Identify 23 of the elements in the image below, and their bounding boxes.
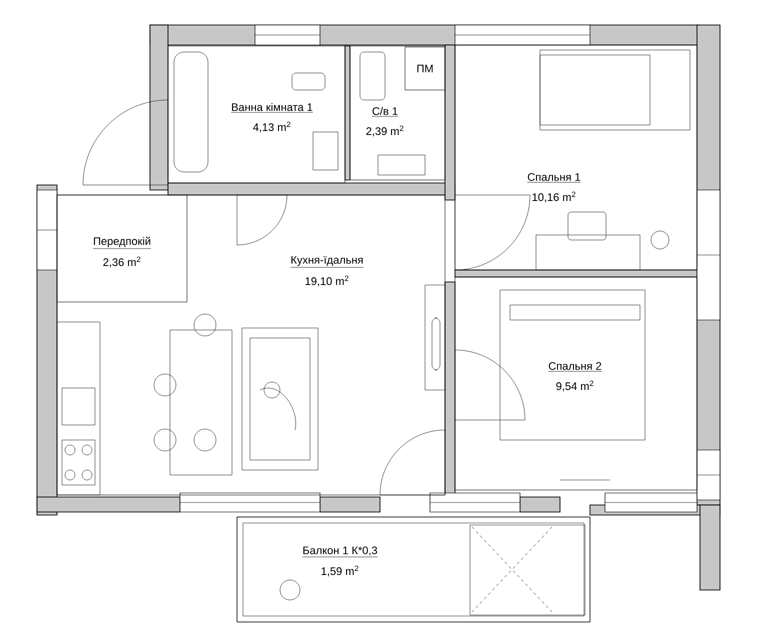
room-outline [454, 276, 698, 490]
room-code: ПМ [415, 64, 435, 74]
room-outline [404, 46, 446, 90]
room-name: Ванна кімната 1 [230, 102, 314, 114]
room-name: Балкон 1 К*0,3 [301, 545, 379, 559]
room-area: 4,13 m$^{2}$ [252, 120, 292, 134]
room-outline [56, 194, 446, 496]
room-name: С/в 1 [371, 106, 399, 118]
room-name: Кухня-їдальня [290, 255, 364, 269]
room-area: 2,36 m$^{2}$ [102, 256, 142, 268]
room-area: 9,54 m$^{2}$ [554, 380, 596, 392]
room-outline [236, 516, 590, 622]
room-outline [56, 194, 188, 302]
room-name: Спальня 1 [526, 172, 582, 184]
room-area: 1,59 m$^{2}$ [320, 564, 360, 578]
room-name: Спальня 2 [547, 361, 603, 373]
room-area: 19,10 m$^{2}$ [304, 274, 350, 288]
room-name: Передпокій [92, 236, 152, 250]
room-outline [168, 46, 346, 184]
room-outline [454, 44, 698, 270]
room-outline [350, 46, 446, 180]
room-area: 2,39 m$^{2}$ [364, 124, 406, 138]
room-area: 10,16 m$^{2}$ [530, 190, 578, 204]
